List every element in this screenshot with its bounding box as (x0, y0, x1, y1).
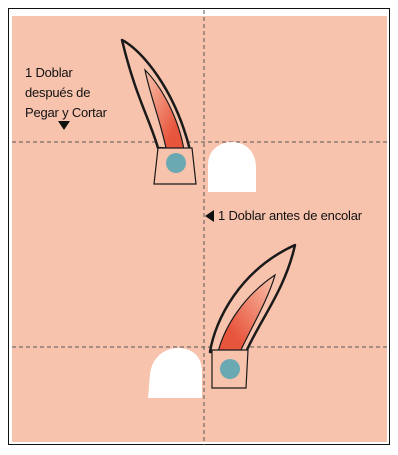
fold-after-line-3: Pegar y Cortar (25, 105, 107, 120)
top-ear-dot (166, 153, 186, 173)
bottom-ear-dot (220, 359, 240, 379)
top-glue-tab (208, 142, 256, 192)
bottom-ear-inner (217, 273, 277, 353)
bottom-ear (208, 243, 297, 389)
top-ear (120, 38, 197, 185)
bottom-glue-tab (148, 348, 202, 398)
triangle-left-icon (205, 210, 214, 222)
fold-before-gluing-label: 1 Doblar antes de encolar (206, 206, 362, 226)
fold-after-paste-label: 1 Doblar después de Pegar y Cortar (25, 63, 107, 123)
fold-before-gluing-text: 1 Doblar antes de encolar (218, 208, 362, 223)
fold-after-line-2: después de (25, 85, 91, 100)
triangle-down-icon (58, 121, 70, 130)
top-ear-inner (144, 68, 185, 151)
fold-after-line-1: 1 Doblar (25, 65, 73, 80)
